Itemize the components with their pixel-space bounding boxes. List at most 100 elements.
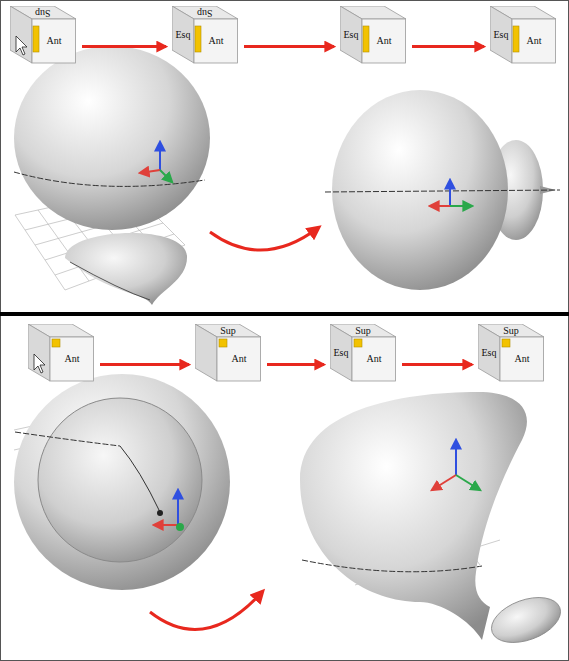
cube-face-area: Esq — [478, 338, 500, 368]
axis-z — [177, 490, 179, 525]
axis-z — [455, 440, 457, 475]
selection-marker — [52, 339, 60, 347]
large-lobe — [14, 374, 230, 590]
cube-side-face — [10, 6, 32, 63]
selection-marker — [219, 339, 227, 347]
axis-z — [449, 180, 451, 206]
seam-line — [302, 560, 482, 572]
cube-face-area: Esq — [340, 20, 362, 50]
cube-face-area: Esq — [172, 20, 194, 50]
cube-face-area: Ant — [50, 337, 94, 381]
axis-y — [450, 205, 472, 207]
face-label: Esq — [344, 30, 359, 40]
seam-line — [120, 446, 160, 512]
cube-face-area: Esq — [330, 338, 352, 368]
selection-marker — [513, 26, 519, 52]
cube-face-area: Ant — [352, 337, 396, 381]
orientation-cube: Ant — [28, 324, 94, 382]
face-label: Esq — [176, 30, 191, 40]
cube-face-area: Ant — [194, 19, 238, 63]
large-lobe — [332, 90, 508, 290]
cube-front-face — [32, 19, 76, 63]
axis-x — [140, 170, 160, 173]
axis-x — [154, 524, 178, 526]
mouse-cursor — [16, 36, 27, 55]
cube-face-area: Ant — [32, 19, 76, 63]
cube-face-area: Sup — [340, 324, 386, 337]
cube-face-area: Sup — [182, 6, 228, 19]
orientation-cube: SupEsqAnt — [478, 324, 544, 382]
step-arrow — [244, 45, 334, 48]
seam-line — [325, 190, 560, 192]
small-lobe — [65, 233, 187, 305]
orientation-cube: SupAnt — [195, 324, 261, 382]
orientation-cube: EsqAnt — [340, 6, 406, 64]
seam-line — [15, 432, 120, 446]
face-label: Ant — [515, 354, 530, 364]
cube-side-face — [330, 324, 352, 381]
pole-dot — [157, 510, 163, 516]
cube-side-face — [28, 324, 50, 381]
seam-line — [70, 262, 150, 300]
face-label: Ant — [232, 354, 247, 364]
cube-side-face — [340, 6, 362, 63]
orientation-cube: EsqAnt — [490, 6, 556, 64]
face-label: Sup — [197, 8, 213, 18]
axis-y — [160, 170, 172, 182]
cube-outline — [28, 324, 94, 382]
orientation-cube: SupAnt — [10, 6, 76, 64]
rotation-arrow — [150, 592, 262, 629]
step-arrow — [402, 363, 472, 366]
small-lobe — [485, 589, 566, 651]
face-label: Sup — [220, 326, 236, 336]
cube-face-area: Sup — [488, 324, 534, 337]
selection-marker — [195, 26, 201, 52]
cube-face-area: Ant — [217, 337, 261, 381]
axis-z — [159, 142, 161, 170]
face-label: Sup — [503, 326, 519, 336]
step-arrow — [412, 45, 484, 48]
rotation-arrow — [210, 228, 318, 250]
face-label: Ant — [65, 354, 80, 364]
selection-marker — [363, 26, 369, 52]
selection-marker — [502, 339, 510, 347]
face-label: Ant — [527, 36, 542, 46]
face-label: Sup — [355, 326, 371, 336]
face-label: Esq — [334, 348, 349, 358]
cube-face-area: Sup — [205, 324, 251, 337]
cube-front-face — [194, 19, 238, 63]
cube-front-face — [362, 19, 406, 63]
orientation-cube: SupEsqAnt — [172, 6, 238, 64]
face-label: Ant — [209, 36, 224, 46]
cube-face-area: Ant — [500, 337, 544, 381]
selection-marker — [354, 339, 362, 347]
cube-face-area: Ant — [512, 19, 556, 63]
mouse-cursor — [34, 354, 45, 373]
large-lobe — [14, 46, 210, 230]
step-arrow — [100, 363, 189, 366]
cube-face-area: Esq — [490, 20, 512, 50]
face-label: Ant — [377, 36, 392, 46]
face-label: Sup — [35, 8, 51, 18]
selection-marker — [33, 26, 39, 52]
axis-y — [456, 475, 480, 490]
inner-lobe — [38, 398, 202, 562]
cube-front-face — [217, 337, 261, 381]
cube-front-face — [352, 337, 396, 381]
face-label: Esq — [494, 30, 509, 40]
face-label: Esq — [482, 348, 497, 358]
step-arrow — [267, 363, 324, 366]
cube-side-face — [478, 324, 500, 381]
orientation-cube: SupEsqAnt — [330, 324, 396, 382]
axis-x — [432, 475, 456, 490]
face-label: Ant — [367, 354, 382, 364]
cube-face-area: Sup — [20, 6, 66, 19]
cube-front-face — [512, 19, 556, 63]
cube-front-face — [500, 337, 544, 381]
flask-lobe — [300, 392, 527, 640]
face-label: Ant — [47, 36, 62, 46]
seam-line — [14, 172, 205, 186]
step-arrow — [82, 45, 166, 48]
cube-face-area: Ant — [362, 19, 406, 63]
